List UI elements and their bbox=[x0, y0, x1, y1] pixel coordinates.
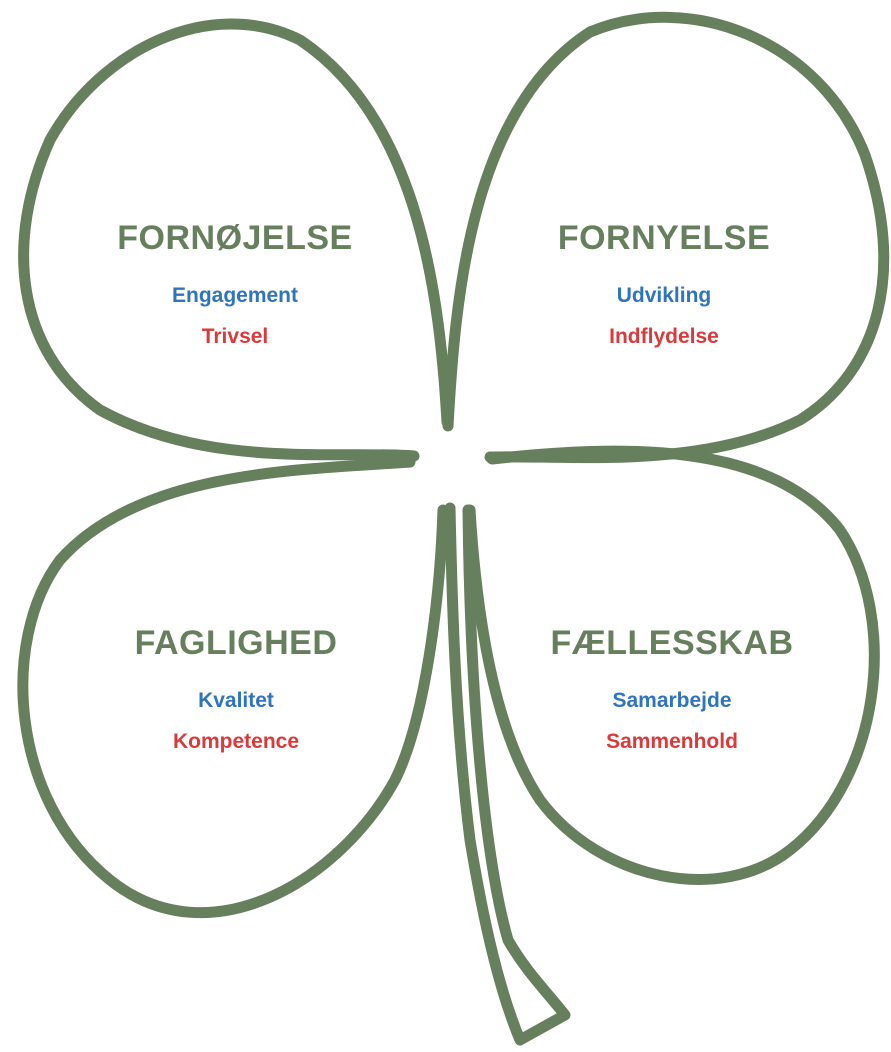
leaf-secondary-value: Sammenhold bbox=[522, 731, 822, 752]
leaf-primary-value: Udvikling bbox=[514, 285, 814, 306]
leaf-secondary-value: Indflydelse bbox=[514, 326, 814, 347]
leaf-primary-value: Kvalitet bbox=[86, 690, 386, 711]
clover-stem bbox=[450, 508, 565, 1040]
leaf-secondary-value: Kompetence bbox=[86, 731, 386, 752]
leaf-secondary-value: Trivsel bbox=[85, 326, 385, 347]
leaf-title: FORNØJELSE bbox=[85, 221, 385, 255]
leaf-bottom-right: FÆLLESSKAB Samarbejde Sammenhold bbox=[522, 626, 822, 752]
leaf-title: FORNYELSE bbox=[514, 221, 814, 255]
leaf-title: FAGLIGHED bbox=[86, 626, 386, 660]
leaf-title: FÆLLESSKAB bbox=[522, 626, 822, 660]
leaf-top-left: FORNØJELSE Engagement Trivsel bbox=[85, 221, 385, 347]
leaf-primary-value: Engagement bbox=[85, 285, 385, 306]
leaf-primary-value: Samarbejde bbox=[522, 690, 822, 711]
leaf-bottom-left: FAGLIGHED Kvalitet Kompetence bbox=[86, 626, 386, 752]
leaf-top-right: FORNYELSE Udvikling Indflydelse bbox=[514, 221, 814, 347]
